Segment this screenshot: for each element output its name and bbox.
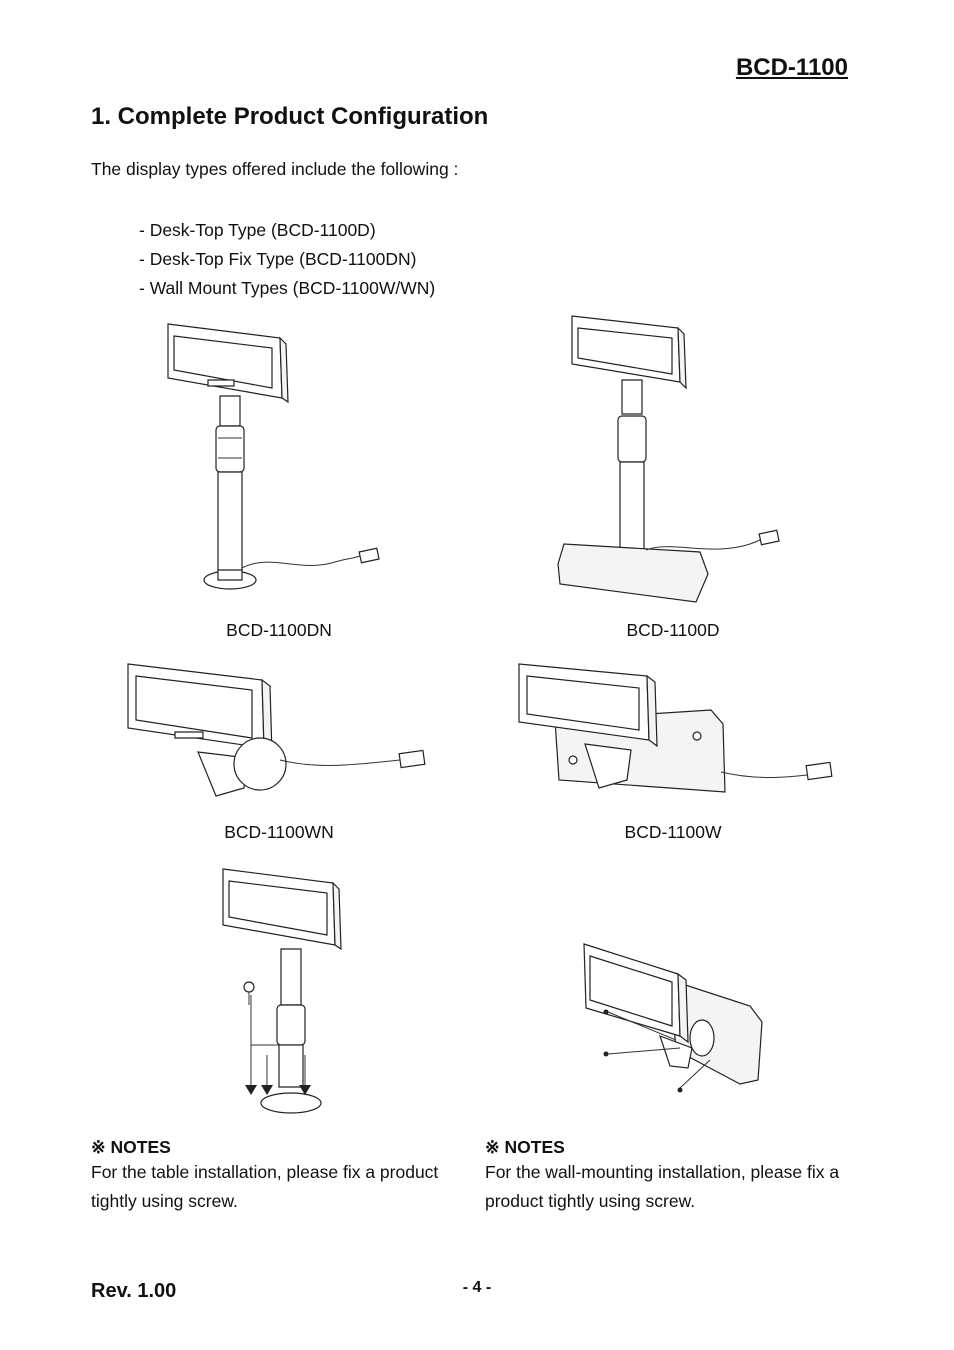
bcd-1100wn-caption: BCD-1100WN [224, 822, 334, 842]
wall-installation-illustration [580, 940, 770, 1093]
page-number: - 4 - [462, 1279, 492, 1296]
bcd-1100w-caption: BCD-1100W [624, 822, 722, 842]
bcd-1100dn-illustration [160, 318, 400, 598]
left-notes-heading: ※ NOTES [91, 1137, 171, 1157]
right-notes-heading: ※ NOTES [485, 1137, 565, 1157]
section-title: 1. Complete Product Configuration [91, 103, 489, 130]
list-item: - Wall Mount Types (BCD-1100W/WN) [139, 278, 436, 298]
revision-label: Rev. 1.00 [91, 1280, 177, 1302]
model-header: BCD-1100 [735, 54, 848, 81]
table-installation-illustration [215, 865, 365, 1120]
list-item: - Desk-Top Type (BCD-1100D) [139, 220, 376, 240]
bcd-1100d-caption: BCD-1100D [626, 620, 720, 640]
list-item: - Desk-Top Fix Type (BCD-1100DN) [139, 249, 417, 269]
bcd-1100d-illustration [550, 312, 800, 607]
left-notes-text: For the table installation, please fix a… [91, 1162, 439, 1211]
right-notes-text: For the wall-mounting installation, plea… [485, 1162, 840, 1211]
bcd-1100dn-caption: BCD-1100DN [226, 620, 332, 640]
intro-text: The display types offered include the fo… [91, 159, 459, 179]
bcd-1100wn-illustration [120, 660, 440, 805]
display-type-list: - Desk-Top Type (BCD-1100D) - Desk-Top F… [139, 216, 435, 303]
bcd-1100w-illustration [515, 660, 835, 805]
